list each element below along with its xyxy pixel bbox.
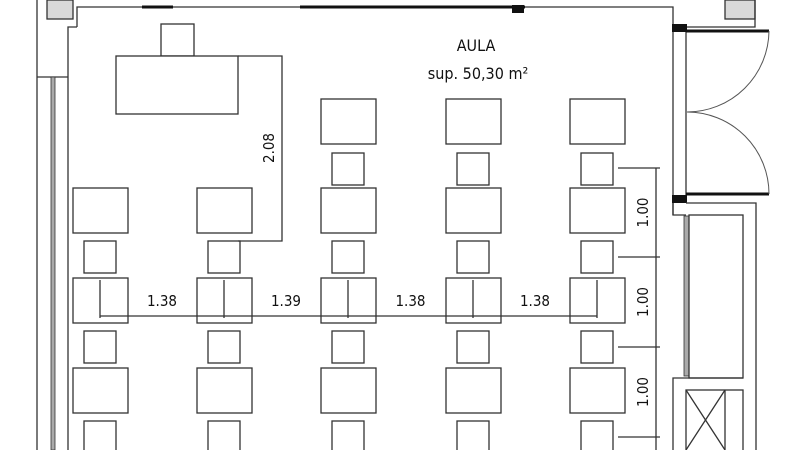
- student-chair: [456, 420, 490, 450]
- student-desk: [569, 98, 626, 145]
- student-chair: [207, 330, 241, 364]
- student-chair: [331, 240, 365, 274]
- walls: [36, 0, 770, 450]
- dim-column-spacing: 1.38: [147, 292, 177, 310]
- teacher-area: [115, 23, 239, 115]
- student-desk: [320, 187, 377, 234]
- student-desk: [320, 367, 377, 414]
- door-swing-bottom: [686, 111, 770, 195]
- student-chair: [331, 152, 365, 186]
- elevator-shaft: [685, 389, 744, 450]
- student-chair: [83, 240, 117, 274]
- student-chair: [83, 420, 117, 450]
- student-chair: [580, 420, 614, 450]
- door-swing-top: [686, 30, 770, 113]
- student-desk: [196, 187, 253, 234]
- student-chair: [580, 152, 614, 186]
- dim-column-spacing: 1.38: [395, 292, 425, 310]
- student-chair: [580, 330, 614, 364]
- student-desk: [196, 367, 253, 414]
- dim-row-spacing: 1.00: [634, 287, 652, 317]
- dimensions: 2.08 1.38 1.39 1.38 1.38 1.00 1.00 1.00: [99, 55, 660, 450]
- student-desk: [569, 367, 626, 414]
- student-desk: [445, 98, 502, 145]
- window-left: [50, 76, 56, 450]
- student-chair: [456, 240, 490, 274]
- student-chair: [456, 152, 490, 186]
- student-desk: [445, 187, 502, 234]
- teacher-chair: [160, 23, 195, 57]
- student-chair: [331, 330, 365, 364]
- column-left: [46, 0, 74, 20]
- student-desk: [445, 367, 502, 414]
- dim-row-spacing: 1.00: [634, 197, 652, 227]
- student-desk: [320, 98, 377, 145]
- student-chair: [207, 420, 241, 450]
- dim-column-spacing: 1.38: [520, 292, 550, 310]
- dim-column-spacing: 1.39: [271, 292, 301, 310]
- student-chair: [580, 240, 614, 274]
- student-desk: [569, 187, 626, 234]
- student-desk: [72, 187, 129, 234]
- student-chair: [456, 330, 490, 364]
- dim-teacher-depth: 2.08: [260, 133, 278, 163]
- student-chair: [207, 240, 241, 274]
- student-desks: [72, 98, 626, 450]
- teacher-desk: [115, 55, 239, 115]
- room-name: AULA: [457, 36, 496, 55]
- window-right: [683, 215, 690, 377]
- student-chair: [331, 420, 365, 450]
- room-area: sup. 50,30 m²: [428, 64, 528, 83]
- column-right: [724, 0, 756, 20]
- student-chair: [83, 330, 117, 364]
- student-desk: [72, 367, 129, 414]
- dim-row-spacing: 1.00: [634, 377, 652, 407]
